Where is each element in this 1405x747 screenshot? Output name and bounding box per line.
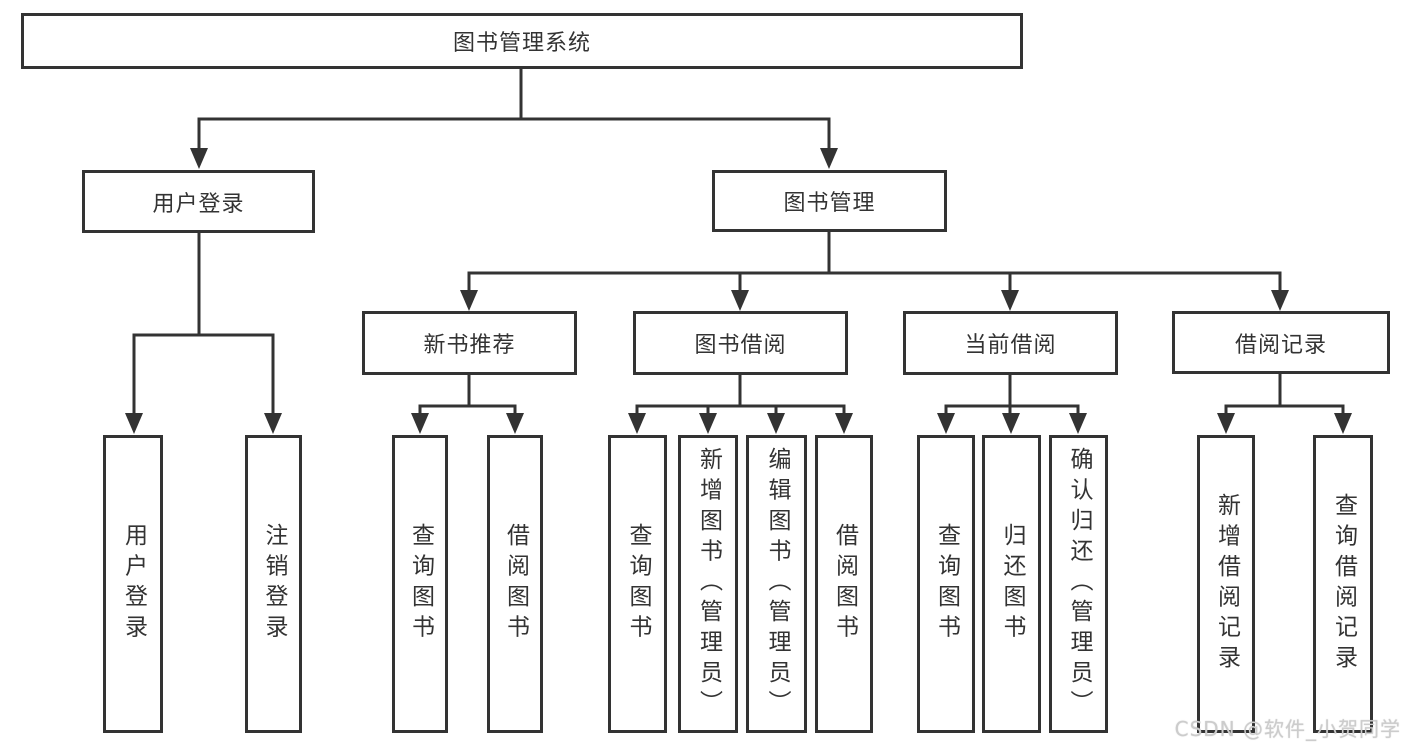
- leaf-nb-query-book: 查询图书: [392, 435, 448, 733]
- node-book-management: 图书管理: [712, 170, 947, 232]
- leaf-nb-borrow-book: 借阅图书: [487, 435, 543, 733]
- node-book-borrow: 图书借阅: [633, 311, 848, 375]
- leaf-logout: 注销登录: [245, 435, 302, 733]
- leaf-br-add-record: 新增借阅记录: [1197, 435, 1255, 733]
- node-borrow-record: 借阅记录: [1172, 311, 1390, 374]
- leaf-bb-borrow-book: 借阅图书: [815, 435, 873, 733]
- node-user-login: 用户登录: [82, 170, 315, 233]
- node-current-borrow: 当前借阅: [903, 311, 1118, 375]
- leaf-br-query-record: 查询借阅记录: [1313, 435, 1373, 733]
- leaf-bb-add-book-admin: 新增图书（管理员）: [678, 435, 738, 733]
- leaf-bb-query-book: 查询图书: [608, 435, 667, 733]
- leaf-cb-query-book: 查询图书: [917, 435, 975, 733]
- leaf-user-login: 用户登录: [103, 435, 163, 733]
- csdn-watermark: CSDN @软件_小贺同学: [1174, 717, 1401, 741]
- leaf-cb-confirm-return-admin: 确认归还（管理员）: [1049, 435, 1108, 733]
- node-root: 图书管理系统: [21, 13, 1023, 69]
- leaf-cb-return-book: 归还图书: [982, 435, 1041, 733]
- leaf-bb-edit-book-admin: 编辑图书（管理员）: [746, 435, 807, 733]
- node-new-book-recommend: 新书推荐: [362, 311, 577, 375]
